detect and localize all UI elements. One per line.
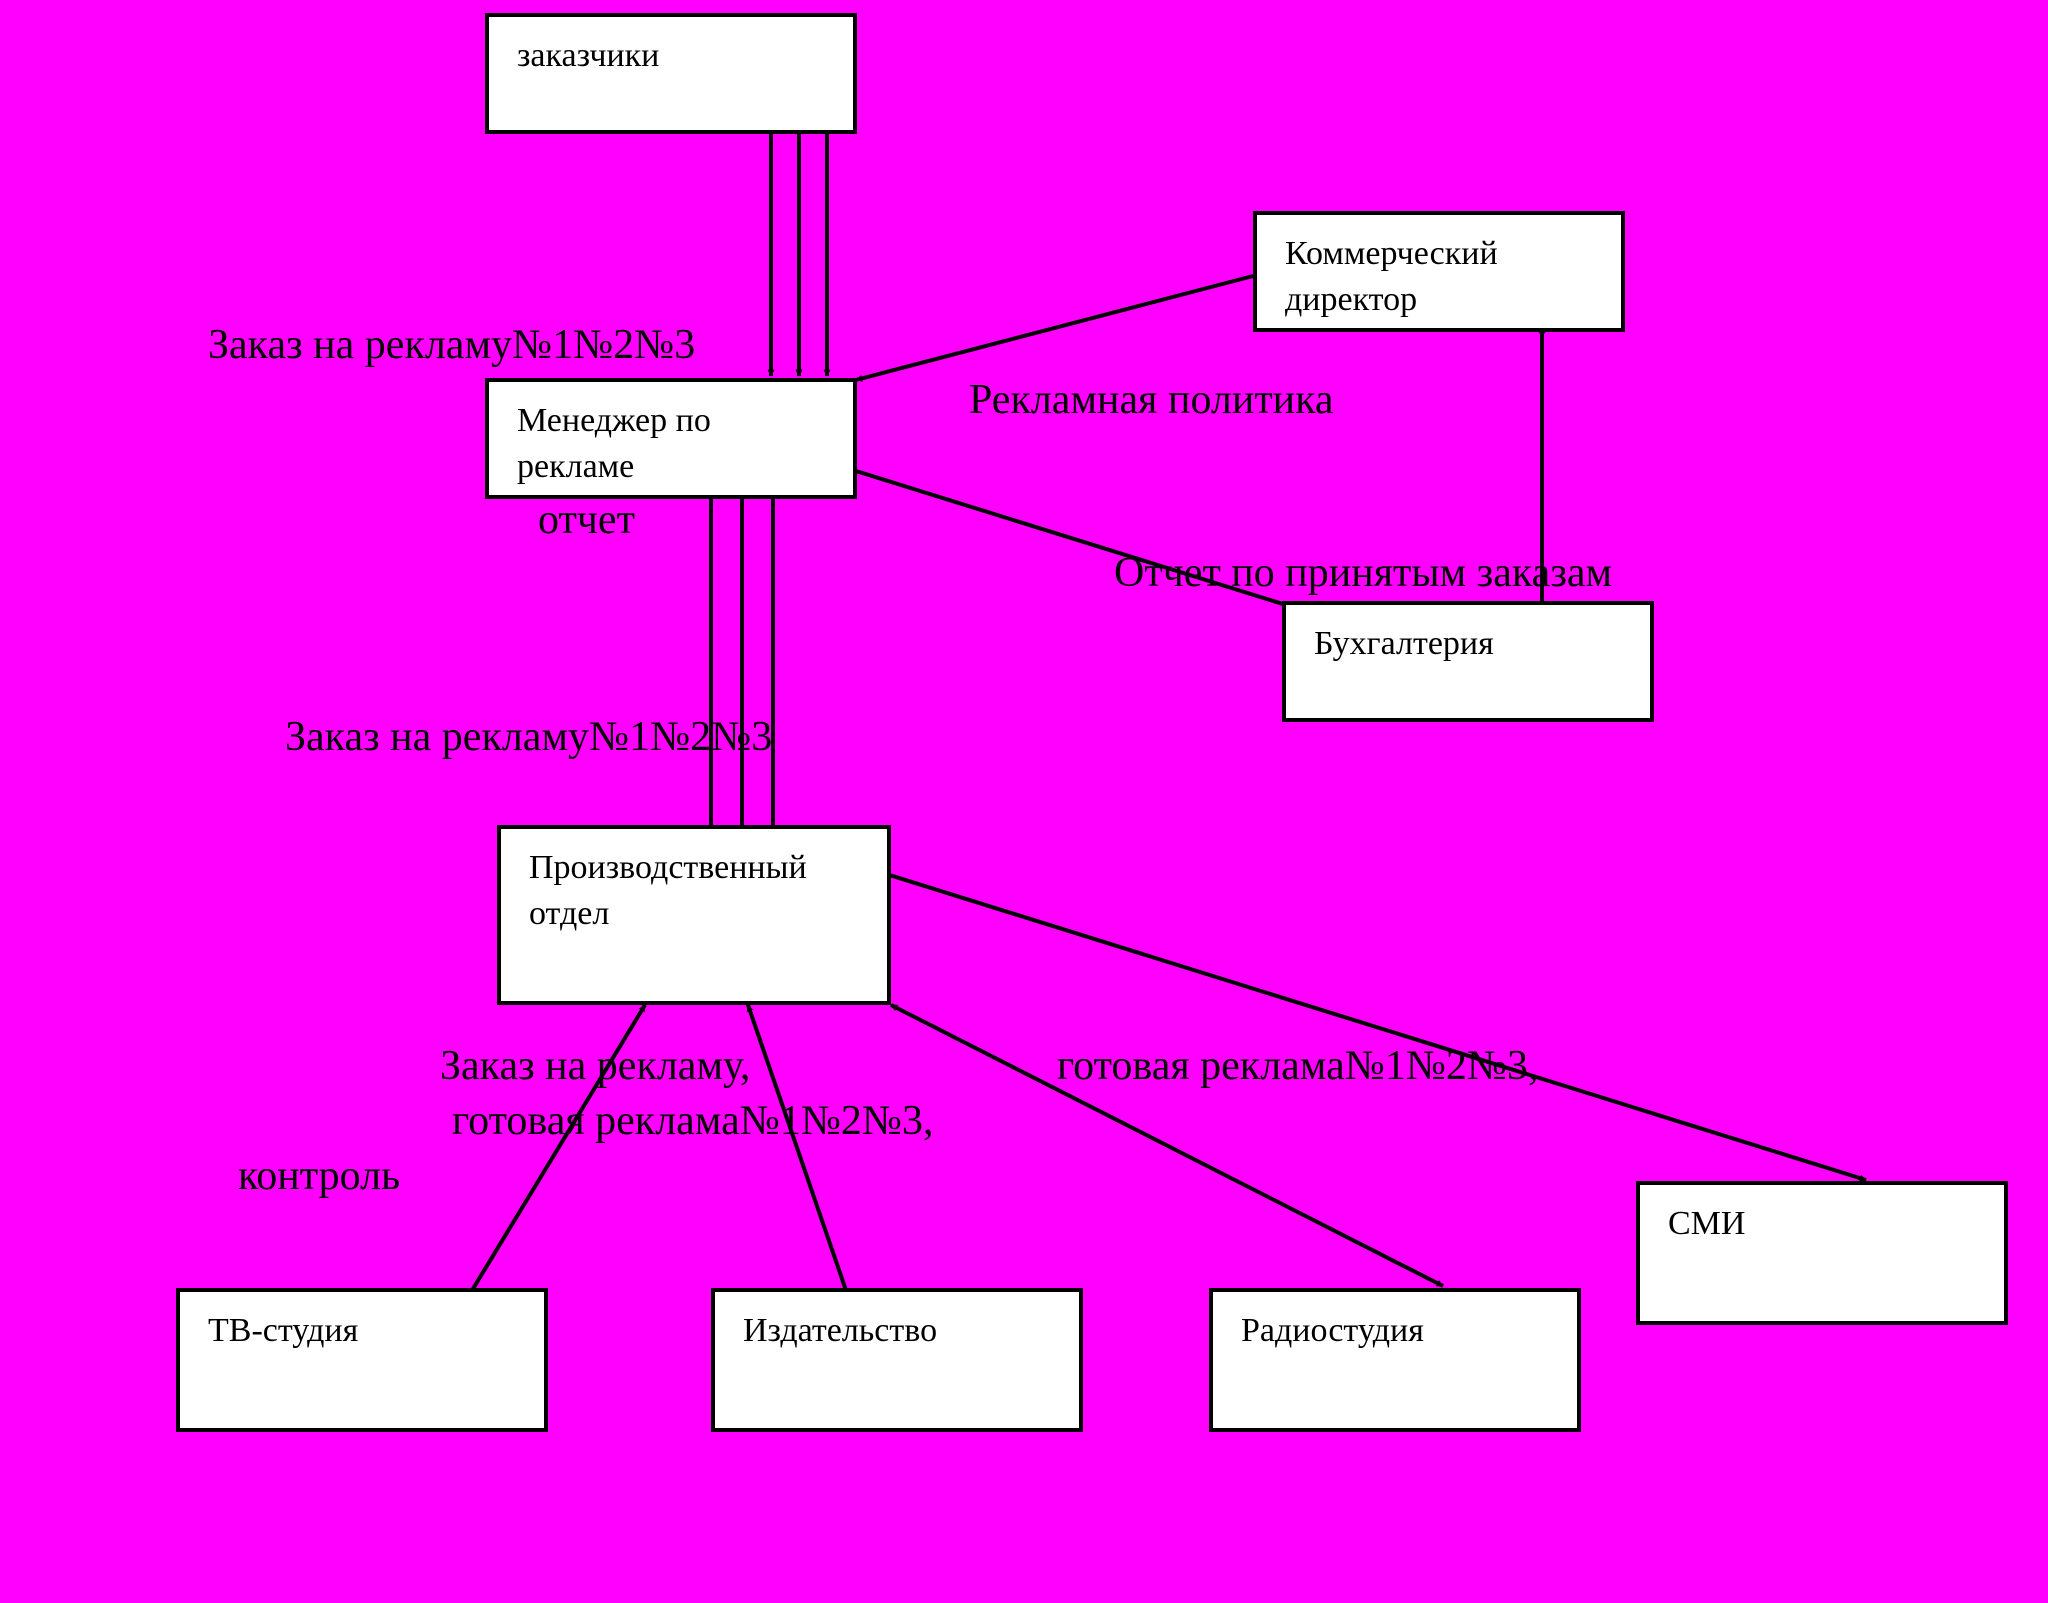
arrow-production-radio [890,1003,1444,1288]
node-customers-label: заказчики [517,37,660,74]
node-customers: заказчики [485,13,857,134]
node-publisher-label: Издательство [743,1312,938,1349]
node-tv-studio: ТВ-студия [176,1288,548,1432]
node-ad-manager-line2: рекламе [517,448,635,485]
label-control: контроль [238,1153,401,1199]
label-order-bottom: Заказ на рекламу, [440,1043,751,1089]
node-accounting: Бухгалтерия [1282,601,1654,722]
node-commercial-director-line2: директор [1285,281,1418,318]
arrow-manager-accounting [855,469,1303,612]
node-radio-studio: Радиостудия [1209,1288,1581,1432]
arrow-production-media [850,861,1867,1182]
node-accounting-label: Бухгалтерия [1314,625,1494,662]
node-media-label: СМИ [1668,1205,1746,1242]
node-ad-manager-line1: Менеджер по [517,402,711,439]
node-media: СМИ [1636,1181,2008,1325]
node-production: Производственный отдел [497,825,891,1005]
label-ad-policy: Рекламная политика [969,377,1334,423]
node-publisher: Издательство [711,1288,1083,1432]
arrow-director-manager [855,274,1254,382]
label-ready-ad-left: готовая реклама№1№2№3, [452,1098,934,1144]
arrow-production-publisher [746,1004,852,1303]
label-report: отчет [538,497,635,543]
node-production-line2: отдел [529,895,610,932]
node-commercial-director-line1: Коммерческий [1285,235,1498,272]
label-order-top: Заказ на рекламу№1№2№3 [208,322,696,368]
node-commercial-director: Коммерческий директор [1253,211,1625,332]
arrow-production-tv [463,1003,647,1304]
label-ready-ad-right: готовая реклама№1№2№3, [1057,1043,1539,1089]
node-tv-studio-label: ТВ-студия [208,1312,359,1349]
node-radio-studio-label: Радиостудия [1241,1312,1424,1349]
label-order-mid: Заказ на рекламу№1№2№3 [285,714,773,760]
label-accepted-orders-report: Отчет по принятым заказам [1114,550,1613,596]
node-production-line1: Производственный [529,849,807,886]
node-ad-manager: Менеджер по рекламе [485,378,857,499]
